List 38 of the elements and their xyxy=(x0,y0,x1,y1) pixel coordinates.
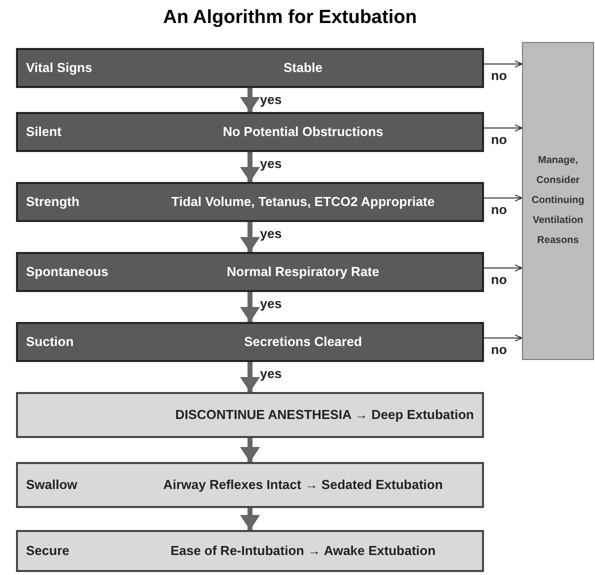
step-heading: Spontaneous xyxy=(25,264,110,280)
step-box xyxy=(16,48,484,88)
box-text: Manage, Consider Continuing Ventilation Reasons xyxy=(530,154,586,248)
arrow xyxy=(240,152,260,182)
step-heading: Silent xyxy=(25,124,62,140)
step-heading: Suction xyxy=(25,334,75,350)
arrow xyxy=(484,264,522,272)
step-text: No Potential Obstructions xyxy=(222,124,384,140)
arrow xyxy=(484,334,522,342)
outcome-box xyxy=(522,42,594,360)
arrow xyxy=(240,438,260,462)
step-text: Ease of Re-Intubation → Awake Extubation xyxy=(169,543,437,559)
step-heading: Secure xyxy=(25,543,70,559)
step-text: DISCONTINUE ANESTHESIA → Deep Extubation xyxy=(174,407,475,423)
arrow xyxy=(240,88,260,112)
arrow xyxy=(240,292,260,322)
step-text: Normal Respiratory Rate xyxy=(226,264,380,280)
step-heading: Vital Signs xyxy=(25,60,94,76)
step-text: Stable xyxy=(282,60,324,76)
arrow xyxy=(240,362,260,392)
step-box xyxy=(16,252,484,292)
diagram-title: An Algorithm for Extubation xyxy=(162,6,418,30)
step-heading: Swallow xyxy=(25,477,78,493)
step-box xyxy=(16,392,484,438)
step-box xyxy=(16,462,484,508)
arrow xyxy=(484,194,522,202)
step-text: Airway Reflexes Intact → Sedated Extubation xyxy=(162,477,444,493)
step-box xyxy=(16,322,484,362)
step-box xyxy=(16,112,484,152)
arrow xyxy=(484,60,522,68)
arrow xyxy=(240,508,260,530)
step-heading: Strength xyxy=(25,194,80,210)
step-text: Tidal Volume, Tetanus, ETCO2 Appropriate xyxy=(170,194,436,210)
arrow xyxy=(240,222,260,252)
step-box xyxy=(16,182,484,222)
arrow xyxy=(484,124,522,132)
step-box xyxy=(16,530,484,572)
step-text: Secretions Cleared xyxy=(243,334,363,350)
